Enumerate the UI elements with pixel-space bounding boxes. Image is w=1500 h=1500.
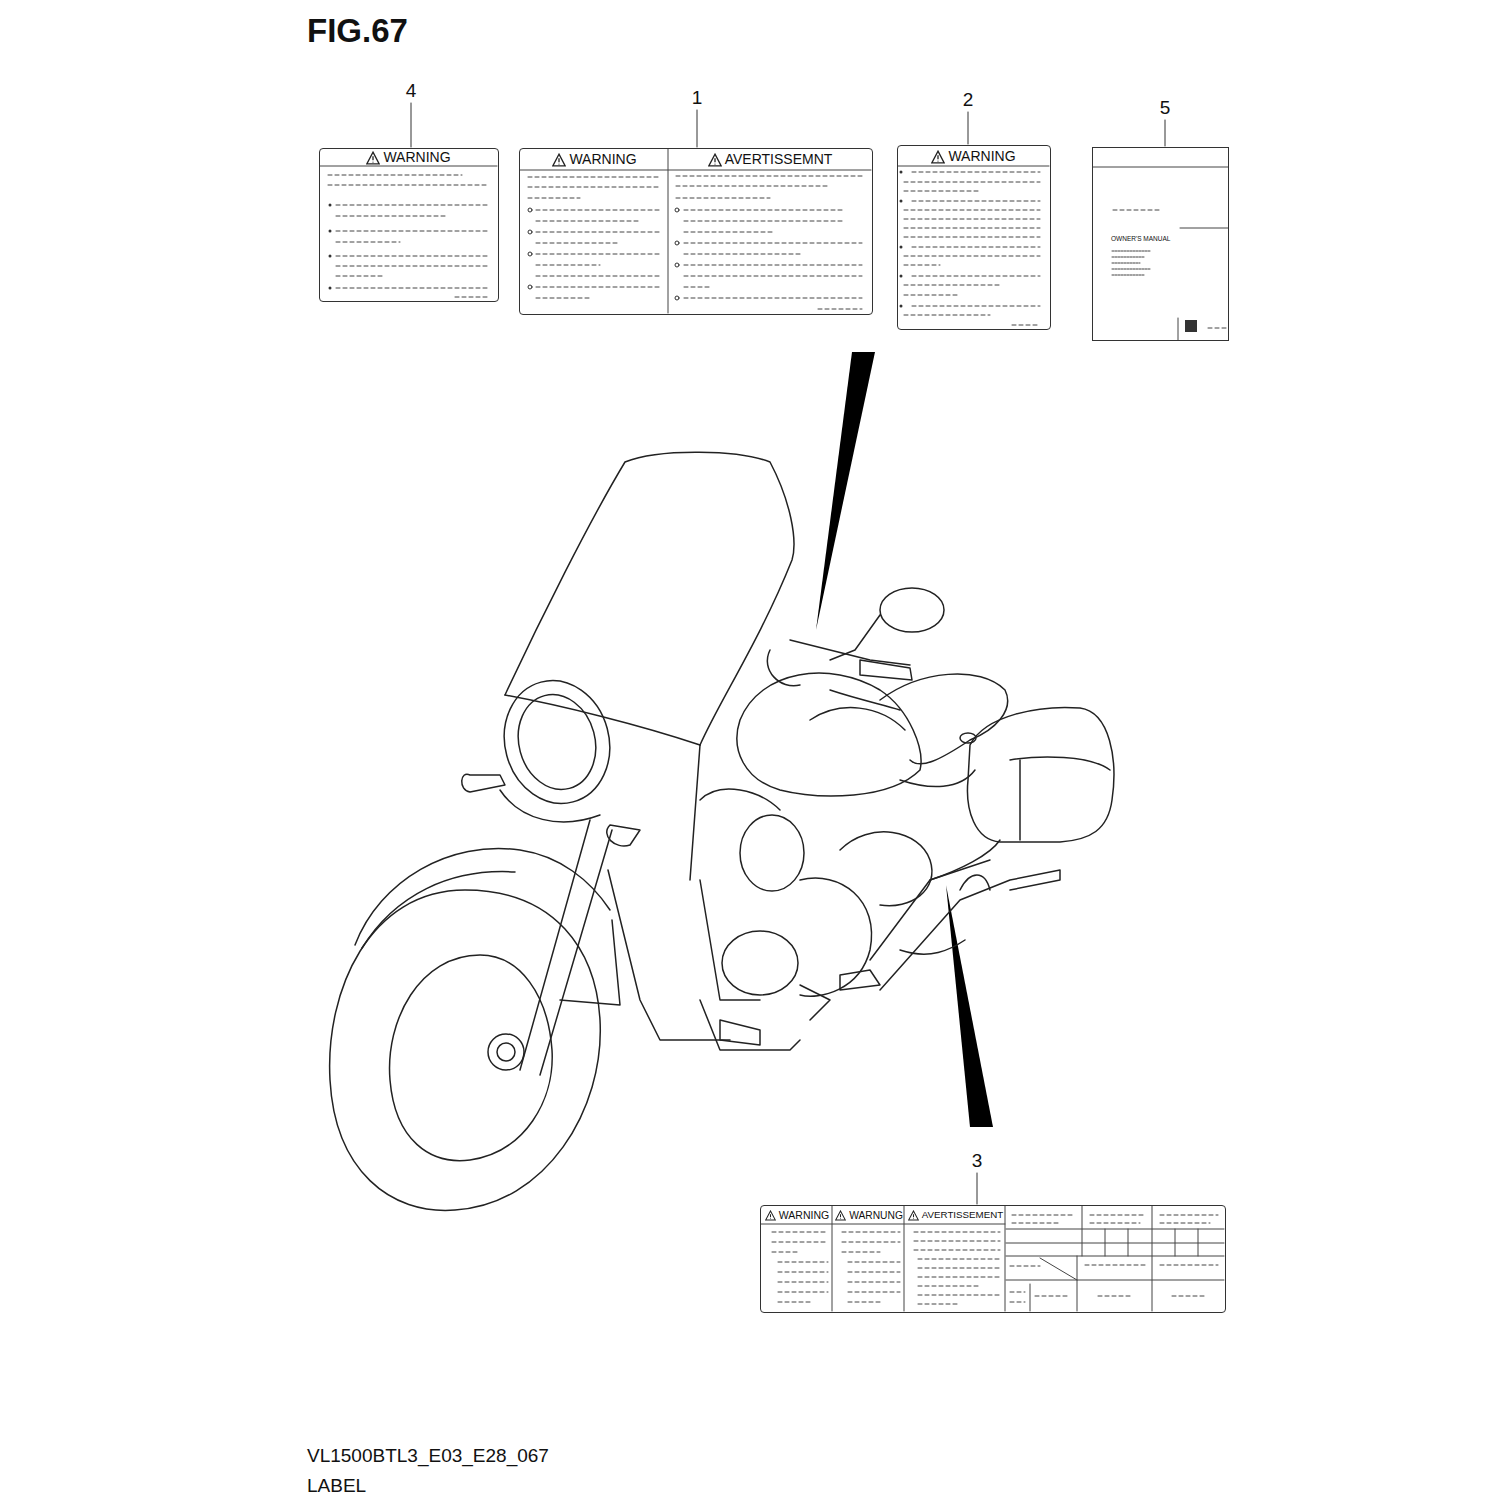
callout-number: 2 (961, 89, 976, 110)
leader-lines (411, 103, 1165, 1204)
warning-heading: AVERTISSEMNT (725, 152, 833, 167)
warning-label: WARNING WARNUNG AVERTISSEMENT (760, 1205, 1226, 1313)
pointer-wedge (946, 885, 993, 1127)
warning-label: WARNING AVERTISSEMNT (519, 148, 873, 315)
warning-label: WARNING (897, 145, 1051, 330)
figure-title: FIG.67 (307, 12, 408, 50)
label-heading-cell: WARNING (320, 149, 497, 167)
owners-manual: OWNER'S MANUAL (1092, 147, 1229, 341)
callout-number: 4 (404, 80, 419, 101)
label-heading-cell: AVERTISSEMNT (669, 149, 871, 171)
warning-triangle (908, 1210, 919, 1221)
label-heading-cell: WARNING (898, 146, 1049, 167)
bullet-rings (528, 208, 679, 300)
bullet-dots (329, 171, 903, 308)
callout-number: 3 (970, 1150, 985, 1171)
warning-heading: WARNING (569, 152, 636, 167)
section-name: LABEL (305, 1475, 368, 1496)
warning-heading: WARNING (779, 1210, 829, 1222)
label-heading-cell: WARNING (761, 1206, 833, 1225)
label-heading-cell: OWNER'S MANUAL (1111, 234, 1191, 244)
pointer-wedge (816, 352, 875, 630)
label-heading-cell: WARNUNG (833, 1206, 905, 1225)
callout-number: 5 (1158, 97, 1173, 118)
callout-number: 1 (690, 87, 705, 108)
warning-heading: WARNUNG (849, 1210, 903, 1221)
drawing-code: VL1500BTL3_E03_E28_067 (307, 1445, 549, 1467)
suzuki-logo (1185, 320, 1197, 332)
warning-triangle (708, 153, 722, 167)
warning-triangle (931, 150, 945, 164)
warning-heading: AVERTISSEMENT (922, 1210, 1003, 1221)
warning-triangle (552, 153, 566, 167)
warning-heading: WARNING (948, 149, 1015, 164)
manual-title: OWNER'S MANUAL (1111, 235, 1170, 242)
warning-triangle (835, 1210, 846, 1221)
warning-triangle (765, 1210, 776, 1221)
label-heading-cell: WARNING (520, 149, 669, 171)
label-heading-cell: AVERTISSEMENT (905, 1206, 1006, 1225)
warning-triangle (366, 151, 380, 165)
warning-heading: WARNING (383, 150, 450, 165)
motorcycle (330, 452, 1114, 1210)
warning-label: WARNING (319, 148, 499, 302)
